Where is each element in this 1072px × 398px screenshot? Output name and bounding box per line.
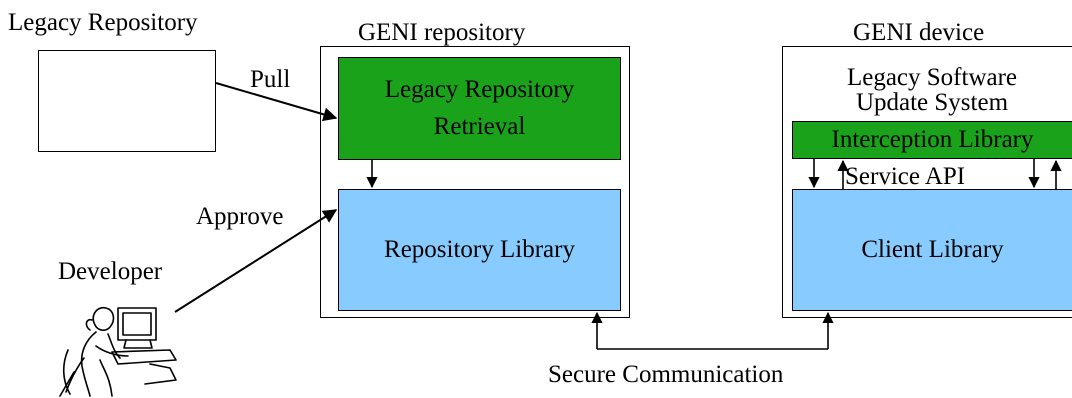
secure-communication-label: Secure Communication	[548, 361, 784, 388]
repository-library-box: Repository Library	[338, 189, 621, 311]
legacy-update-system-box: Legacy Software Update System	[792, 58, 1072, 121]
pull-arrow	[215, 82, 338, 122]
legacy-repository-retrieval-box: Legacy Repository Retrieval	[338, 57, 621, 160]
developer-figure	[59, 306, 177, 397]
geni-repository-title: GENI repository	[358, 19, 526, 46]
update-system-line-2: Update System	[855, 88, 1009, 116]
update-system-line-1: Legacy Software	[846, 63, 1018, 91]
client-library-label: Client Library	[861, 235, 1004, 263]
interception-library-box: Interception Library	[792, 121, 1072, 159]
retrieval-line-1: Legacy Repository	[384, 75, 575, 103]
repository-library-label: Repository Library	[384, 235, 575, 263]
geni-device-title: GENI device	[853, 19, 985, 46]
pull-label: Pull	[250, 66, 291, 93]
legacy-repository-box	[38, 50, 216, 152]
retrieval-line-2: Retrieval	[433, 112, 526, 140]
interception-library-label: Interception Library	[831, 125, 1034, 153]
legacy-repository-title: Legacy Repository	[8, 9, 198, 36]
approve-label: Approve	[196, 203, 284, 230]
client-library-box: Client Library	[792, 189, 1072, 311]
approve-arrow	[174, 209, 338, 313]
service-api-label: Service API	[845, 163, 966, 190]
developer-label: Developer	[58, 258, 163, 285]
